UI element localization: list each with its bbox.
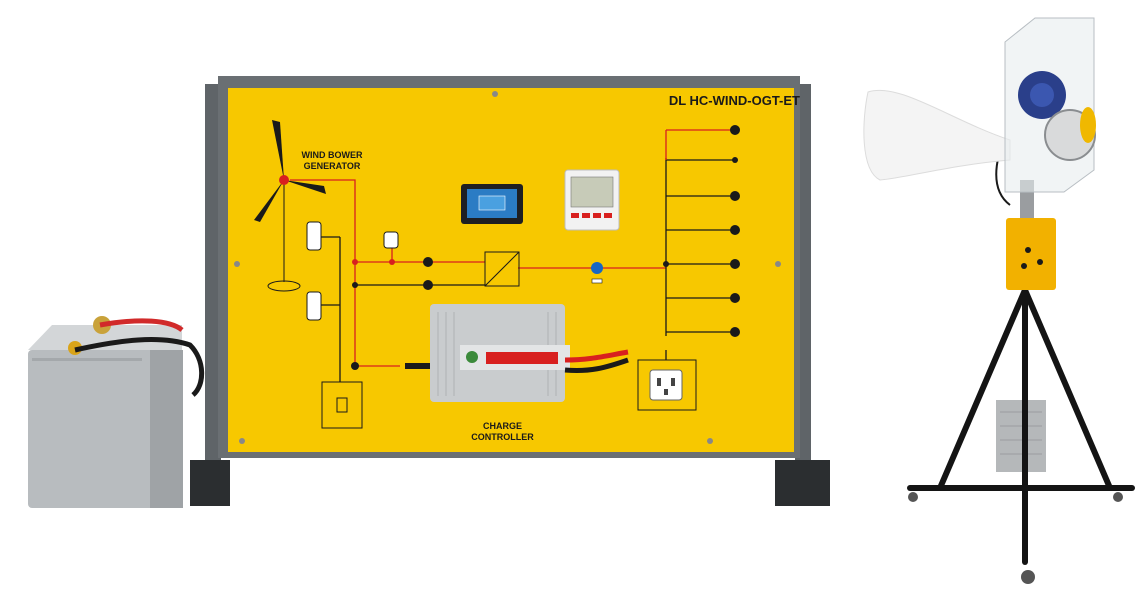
energy-meter <box>564 169 620 231</box>
battery-icon <box>321 381 363 429</box>
wind-generator-label-line2: GENERATOR <box>303 161 361 171</box>
wind-generator-label: WIND BOWER GENERATOR <box>282 150 382 172</box>
fuse-icon <box>306 221 399 321</box>
battery <box>28 316 205 508</box>
inverter-symbol <box>484 251 520 287</box>
wind-generator-label-line1: WIND BOWER <box>301 150 363 160</box>
wind-turbine-stand <box>863 17 1135 584</box>
model-code-label: DL HC-WIND-OGT-ET <box>668 93 800 108</box>
charge-controller <box>405 304 629 402</box>
blue-display-module <box>461 184 523 224</box>
charge-controller-label-line1: CHARGE <box>482 421 522 431</box>
power-socket-icon <box>637 359 697 411</box>
charge-controller-label: CHARGE CONTROLLER <box>455 421 550 443</box>
trainer-panel <box>190 76 830 506</box>
charge-controller-label-line2: CONTROLLER <box>471 432 534 442</box>
wind-turbine-icon <box>254 120 326 292</box>
indicator-lamp <box>591 262 603 284</box>
junction-dots <box>351 259 669 370</box>
terminal-sockets <box>423 125 740 337</box>
